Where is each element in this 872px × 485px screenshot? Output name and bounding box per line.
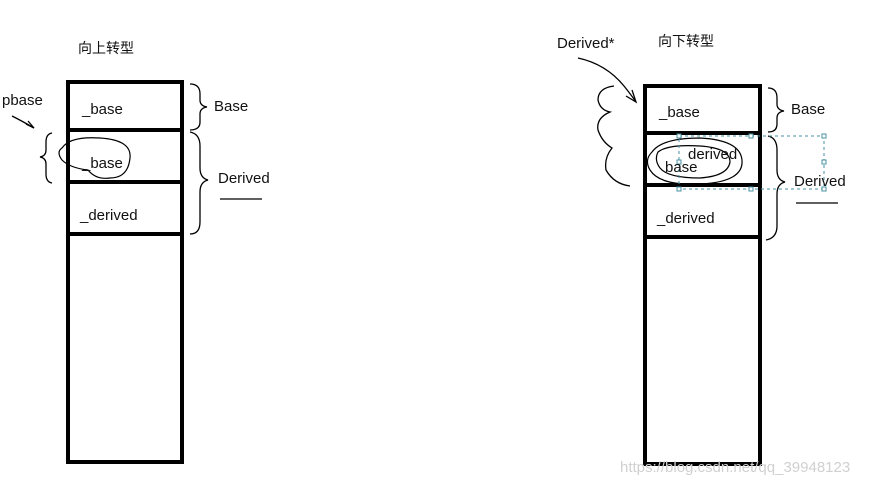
left-highlight-circle [58,137,131,179]
right-cell-1-label: _base [659,104,700,121]
left-cell-2-label: _base [82,155,123,172]
right-brace-derived [765,135,786,241]
right-pointer-arrow [577,57,638,187]
left-cell-1-label: _base [82,101,123,118]
left-brace-bottom-label: Derived [218,170,270,187]
right-brace-top-label: Base [791,101,826,118]
right-title: 向下转型 [658,34,714,50]
right-memory-block [643,84,762,466]
right-brace-base [767,87,785,133]
left-side-brace [39,132,53,184]
left-pointer-label: pbase [2,92,43,109]
left-cell-3-label: _derived [80,207,138,224]
left-title: 向上转型 [78,41,134,57]
right-highlight-scribble [646,137,743,185]
right-cell-3-label: _derived [657,210,715,227]
left-brace-base [189,83,208,131]
left-brace-derived [189,131,209,235]
left-pointer-arrow [11,115,35,129]
left-brace-top-label: Base [214,98,249,115]
right-pointer-label: Derived* [557,35,615,52]
left-memory-block [66,80,184,464]
watermark-text: https://blog.csdn.net/qq_39948123 [620,459,851,476]
right-outer-box [643,84,762,466]
right-brace-bottom-label: Derived [794,173,846,190]
right-selection-box [676,133,827,192]
right-cell-2-label: base [665,159,698,176]
right-overlay-label: derived [688,146,738,163]
left-outer-box [66,80,184,464]
